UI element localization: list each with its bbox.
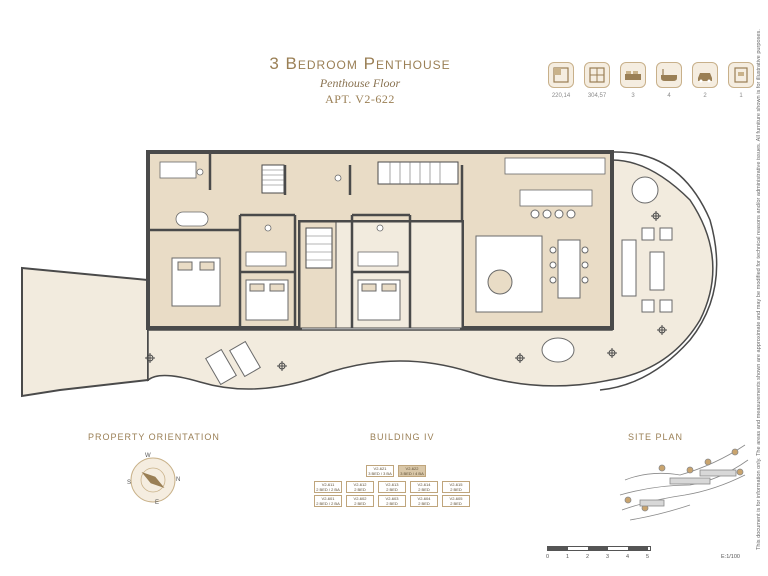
page-title: 3 Bedroom Penthouse xyxy=(269,54,451,73)
living-room-furniture xyxy=(475,235,589,313)
stat-value: 304,57 xyxy=(587,93,607,99)
page-subtitle: Penthouse Floor xyxy=(319,76,401,90)
orientation-title: Property Orientation xyxy=(88,432,220,442)
total-area-icon xyxy=(584,62,610,88)
kitchen xyxy=(504,157,606,219)
column-markers xyxy=(145,211,667,371)
east-terrace-edge xyxy=(599,151,718,391)
site-plan-map xyxy=(619,444,749,521)
compass xyxy=(130,457,176,503)
compass-label-w: W xyxy=(145,453,151,459)
site-plan-title: Site Plan xyxy=(628,432,684,442)
disclaimer: This document is for information only. T… xyxy=(756,29,764,550)
bed-icon xyxy=(620,62,646,88)
stat-value: 1 xyxy=(739,93,743,99)
stat-value: 3 xyxy=(631,93,635,99)
stat-value: 4 xyxy=(667,93,671,99)
disclaimer-text: This document is for information only. T… xyxy=(756,29,762,550)
bathroom-fixtures xyxy=(159,161,399,267)
terrace-furniture xyxy=(205,176,673,386)
stats-bar: 220,14 304,57 3 4 2 1 xyxy=(544,62,754,102)
apartment-number: APT. V2-622 xyxy=(325,92,395,106)
scale-bar: 0 1 2 3 4 5 E:1/100 xyxy=(545,546,750,566)
compass-label-e: E xyxy=(155,500,160,506)
south-terrace xyxy=(147,159,714,390)
scale-label: 3 xyxy=(606,554,610,560)
storage-icon xyxy=(728,62,754,88)
compass-label-s: S xyxy=(127,480,132,486)
beds xyxy=(171,257,401,321)
staircase xyxy=(261,161,459,269)
scale-label: 1 xyxy=(566,554,570,560)
scale-ratio: E:1/100 xyxy=(721,554,740,560)
compass-label-n: N xyxy=(176,477,181,483)
building-title: Building IV xyxy=(370,432,435,442)
floor-area-icon xyxy=(548,62,574,88)
parking-icon xyxy=(692,62,718,88)
stat-value: 220,14 xyxy=(551,93,571,99)
scale-label: 2 xyxy=(586,554,590,560)
scale-ruler xyxy=(547,546,651,551)
scale-label: 0 xyxy=(546,554,550,560)
scale-label: 4 xyxy=(626,554,630,560)
stat-value: 2 xyxy=(703,93,707,99)
scale-label: 5 xyxy=(646,554,650,560)
interior-walls xyxy=(148,152,464,328)
west-terrace xyxy=(21,266,149,398)
bath-icon xyxy=(656,62,682,88)
